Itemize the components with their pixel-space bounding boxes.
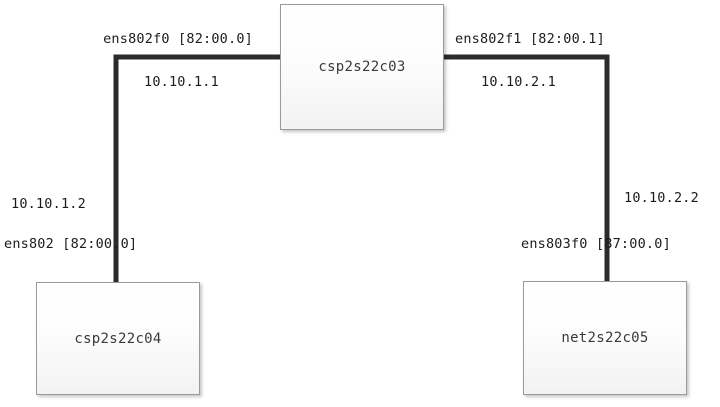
node-csp2s22c03[interactable]: csp2s22c03: [280, 4, 444, 130]
node-label-bottom-right: net2s22c05: [561, 330, 649, 346]
node-label-center: csp2s22c03: [318, 59, 406, 75]
node-label-bottom-left: csp2s22c04: [74, 330, 162, 347]
label-bottom-left-ip: 10.10.1.2: [11, 196, 86, 212]
link-left-path: [113, 54, 280, 283]
node-csp2s22c04[interactable]: csp2s22c04: [36, 282, 200, 395]
node-net2s22c05[interactable]: net2s22c05: [523, 281, 687, 395]
label-bottom-left-interface: ens802 [82:00.0]: [4, 236, 138, 252]
link-right-path: [444, 54, 610, 282]
label-bottom-right-interface: ens803f0 [87:00.0]: [521, 236, 671, 252]
label-right-ip: 10.10.2.1: [481, 74, 556, 90]
label-left-ip: 10.10.1.1: [144, 74, 219, 90]
label-right-interface: ens802f1 [82:00.1]: [455, 31, 605, 47]
label-bottom-right-ip: 10.10.2.2: [624, 190, 699, 206]
label-left-interface: ens802f0 [82:00.0]: [103, 31, 253, 47]
